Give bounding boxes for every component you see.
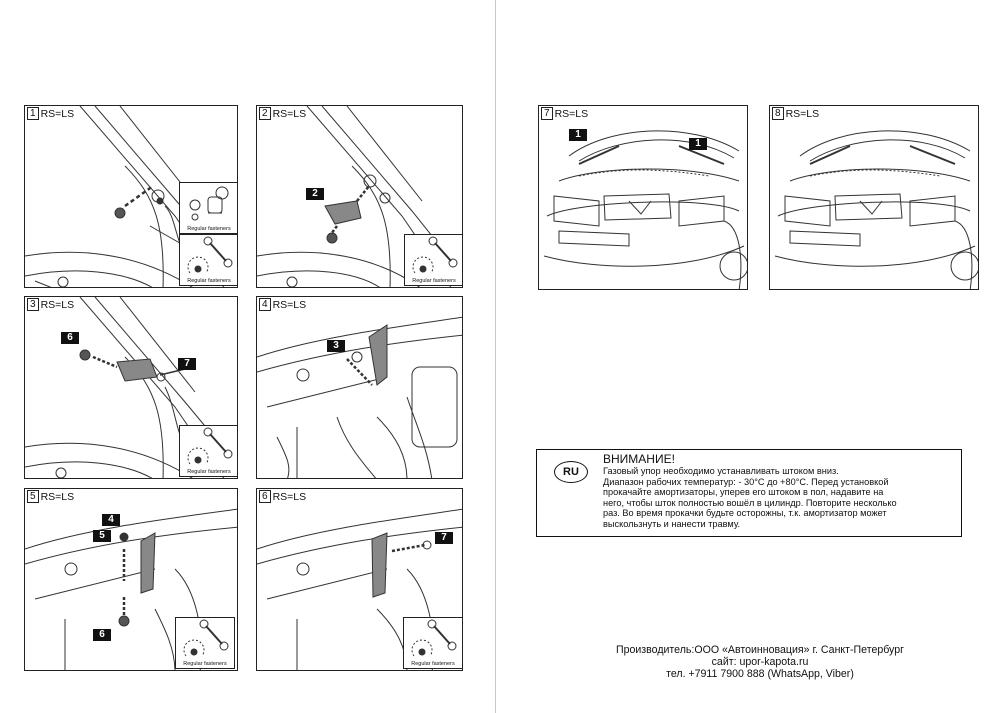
panel-number: 5 <box>27 490 39 503</box>
engine-bay-illustration <box>257 316 462 478</box>
step-panel-1: 1 RS=LS Regular fasteners Regular fasten… <box>24 105 238 288</box>
fastener-box: Regular fasteners <box>179 425 237 477</box>
part-callout: 1 <box>569 129 587 141</box>
panel-number: 1 <box>27 107 39 120</box>
warning-line: выскользнуть и нанести травму. <box>603 518 741 529</box>
fastener-label: Regular fasteners <box>412 278 456 284</box>
panel-side-note: RS=LS <box>40 298 75 311</box>
hood-illustration <box>257 106 462 287</box>
step-panel-3: 3 RS=LS 6 7 Regular fasteners <box>24 296 238 479</box>
fastener-label: Regular fasteners <box>183 661 227 667</box>
fastener-label: Regular fasteners <box>187 469 231 475</box>
fastener-box: Regular fasteners <box>175 617 235 669</box>
part-callout: 6 <box>61 332 79 344</box>
panel-label: 5 RS=LS <box>27 490 75 503</box>
warning-line: раз. Во время прокачки будьте осторожны,… <box>603 508 887 519</box>
part-callout: 7 <box>178 358 196 370</box>
car-front-illustration <box>774 130 978 289</box>
warning-body: Газовый упор необходимо устанавливать шт… <box>603 466 953 530</box>
engine-bay-illustration <box>25 508 237 670</box>
fastener-clip-icon <box>189 186 229 221</box>
panel-label: 4 RS=LS <box>259 298 307 311</box>
fastener-box: Regular fasteners <box>403 617 462 669</box>
part-callout: 5 <box>93 530 111 542</box>
part-callout: 3 <box>327 340 345 352</box>
panel-label: 8 RS=LS <box>772 107 820 120</box>
panel-side-note: RS=LS <box>554 107 589 120</box>
wrench-rotate-icon <box>412 236 458 274</box>
warning-line: Газовый упор необходимо устанавливать шт… <box>603 466 839 476</box>
wrench-rotate-icon <box>187 236 233 274</box>
fastener-box: Regular fasteners <box>179 234 237 286</box>
fastener-label: Regular fasteners <box>411 661 455 667</box>
warning-line: прокачайте амортизаторы, уперев его шток… <box>603 487 884 498</box>
wrench-rotate-icon <box>183 619 229 657</box>
panel-side-note: RS=LS <box>272 107 307 120</box>
engine-bay-illustration <box>257 508 462 670</box>
panel-number: 3 <box>27 298 39 311</box>
warning-title: ВНИМАНИЕ! <box>603 452 675 466</box>
panel-number: 4 <box>259 298 271 311</box>
part-callout: 2 <box>306 188 324 200</box>
manufacturer-footer: Производитель:ООО «Автоинновация» г. Сан… <box>560 644 960 680</box>
step-panel-6: 6 RS=LS 7 Regular fasteners <box>256 488 463 671</box>
panel-side-note: RS=LS <box>272 298 307 311</box>
warning-line: Диапазон рабочих температур: - 30°С до +… <box>603 476 889 487</box>
part-callout: 6 <box>93 629 111 641</box>
fastener-box: Regular fasteners <box>179 182 237 234</box>
panel-number: 6 <box>259 490 271 503</box>
part-callout: 7 <box>435 532 453 544</box>
panel-side-note: RS=LS <box>40 490 75 503</box>
part-callout: 1 <box>689 138 707 150</box>
panel-number: 8 <box>772 107 784 120</box>
panel-side-note: RS=LS <box>272 490 307 503</box>
fastener-label: Regular fasteners <box>187 226 231 232</box>
fastener-box: Regular fasteners <box>404 234 462 286</box>
manufacturer-phone: тел. +7911 7900 888 (WhatsApp, Viber) <box>666 668 854 680</box>
panel-side-note: RS=LS <box>40 107 75 120</box>
part-callout: 4 <box>102 514 120 526</box>
page-divider <box>495 0 496 713</box>
step-panel-4: 4 RS=LS 3 <box>256 296 463 479</box>
warning-box: RU ВНИМАНИЕ! Газовый упор необходимо уст… <box>536 449 962 537</box>
step-panel-5: 5 RS=LS 4 5 6 Regular fasteners <box>24 488 238 671</box>
wrench-rotate-icon <box>187 427 233 465</box>
warning-line: него, чтобы шток полностью вошёл в цилин… <box>603 497 897 508</box>
car-front-illustration <box>543 130 747 289</box>
panel-number: 7 <box>541 107 553 120</box>
panel-side-note: RS=LS <box>785 107 820 120</box>
panel-number: 2 <box>259 107 271 120</box>
wrench-rotate-icon <box>411 619 457 657</box>
manufacturer-website: сайт: upor-kapota.ru <box>711 656 809 668</box>
step-panel-7: 7 RS=LS 1 1 <box>538 105 748 290</box>
panel-label: 2 RS=LS <box>259 107 307 120</box>
panel-label: 7 RS=LS <box>541 107 589 120</box>
step-panel-8: 8 RS=LS <box>769 105 979 290</box>
panel-label: 1 RS=LS <box>27 107 75 120</box>
manufacturer-name: Производитель:ООО «Автоинновация» г. Сан… <box>615 644 904 656</box>
panel-label: 6 RS=LS <box>259 490 307 503</box>
fastener-label: Regular fasteners <box>187 278 231 284</box>
step-panel-2: 2 RS=LS 2 Regular fasteners <box>256 105 463 288</box>
language-badge: RU <box>554 461 588 483</box>
panel-label: 3 RS=LS <box>27 298 75 311</box>
